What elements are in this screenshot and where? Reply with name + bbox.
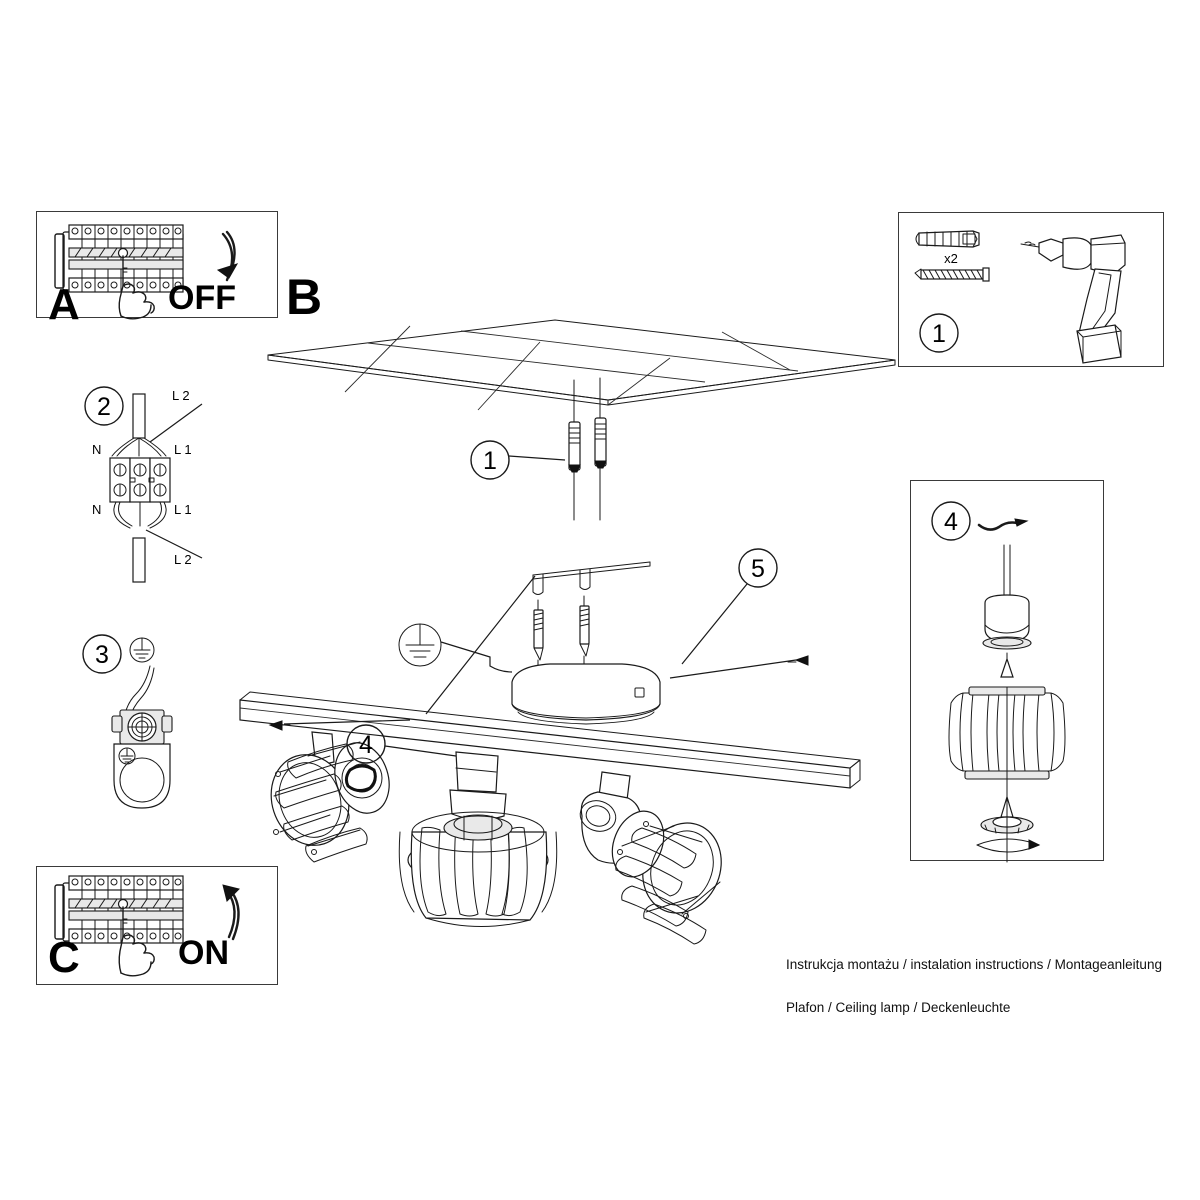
curved-arrow-down-icon	[216, 230, 239, 282]
mounting-bracket-icon	[532, 561, 651, 595]
panel-a	[36, 211, 278, 320]
panel-step-4: 4	[910, 480, 1104, 863]
earth-leader-line	[440, 641, 513, 673]
callout-4-graphic: 4	[346, 724, 457, 764]
panel-c-graphic	[54, 875, 240, 977]
step-1-bubble: 1	[919, 313, 959, 353]
terminal-block-icon	[109, 393, 171, 583]
pointing-hand-icon	[118, 906, 155, 977]
cage-shade-icon-right	[611, 810, 722, 945]
panel-c-letter: C	[48, 933, 80, 982]
assembly-up-arrow-icon	[1000, 652, 1014, 678]
ceiling-canopy-icon	[511, 663, 661, 725]
label-n-top: N	[92, 442, 101, 457]
step-4-number: 4	[944, 508, 958, 536]
panel-c	[36, 866, 278, 985]
lamp-assembly-graphic: 1	[239, 319, 896, 945]
circuit-breaker-panel-icon	[54, 224, 184, 293]
step-3-graphic: 3	[82, 634, 173, 809]
step-2-bubble: 2	[84, 386, 124, 426]
panel-b-main-drawing: 1	[239, 300, 910, 945]
callout-1-group: 1	[470, 440, 566, 480]
step-2-group: 2	[70, 378, 290, 583]
ceiling-plane-icon	[267, 319, 896, 411]
spot-center-group	[398, 751, 558, 928]
step-4-bubble: 4	[931, 501, 971, 541]
panel-a-letter: A	[48, 280, 80, 329]
curved-hook-arrow-icon	[977, 518, 1029, 531]
wall-plug-anchor-icon	[915, 230, 980, 248]
lamp-holder-icon	[982, 544, 1032, 650]
set-screw-right-icon	[787, 655, 809, 666]
callout-1-number: 1	[483, 447, 497, 475]
wall-plug-anchor-icon	[568, 379, 581, 521]
panel-step-1: x2 1	[898, 212, 1164, 367]
callout-5-number: 5	[751, 555, 765, 583]
step-3-number: 3	[95, 641, 109, 669]
panel-a-graphic	[54, 224, 239, 320]
footer-line-2: Plafon / Ceiling lamp / Deckenleuchte	[786, 999, 1011, 1015]
earth-ground-symbol-icon	[398, 623, 442, 667]
set-screw-left-icon	[268, 720, 291, 731]
footer-block: Instrukcja montażu / instalation instruc…	[786, 932, 1186, 1040]
ground-terminal-screw-icon	[111, 709, 173, 745]
step-3-bubble: 3	[82, 634, 122, 674]
callout-4-group-b: 4	[344, 716, 474, 776]
callout-5-group: 5	[283, 548, 797, 725]
wall-plug-anchor-icon-2	[594, 377, 607, 521]
mounting-bar-icon	[239, 691, 861, 789]
step-2-leaders	[145, 403, 203, 559]
spot-right-group	[579, 771, 722, 945]
step-4-graphic: 4	[931, 501, 1066, 863]
label-n-bottom: N	[92, 502, 101, 517]
cage-shade-icon-center	[398, 811, 558, 928]
step-2-graphic: 2	[84, 386, 203, 583]
pointing-hand-icon	[118, 255, 155, 320]
step-1-graphic: x2 1	[914, 230, 1126, 364]
panel-b-letter: B	[286, 269, 323, 325]
label-l1-top: L 1	[174, 442, 192, 457]
ceiling-anchor-group	[568, 377, 607, 521]
step-1-number: 1	[932, 320, 946, 348]
step-3-group: 3	[72, 622, 262, 822]
footer-line-1: Instrukcja montażu / instalation instruc…	[786, 956, 1162, 972]
earth-ground-symbol-icon	[129, 637, 155, 663]
cage-shade-icon	[948, 686, 1066, 780]
lamp-base-body-icon	[113, 743, 171, 809]
ground-wire-icon	[124, 665, 155, 718]
fixing-screw-icon-2	[579, 595, 590, 701]
step-1-quantity: x2	[944, 251, 958, 266]
power-drill-icon	[1020, 234, 1126, 364]
callout-4-number: 4	[359, 731, 373, 759]
screw-icon	[914, 267, 990, 282]
curved-arrow-up-icon	[222, 884, 240, 941]
step-2-number: 2	[97, 393, 111, 421]
panel-a-state-label: OFF	[168, 279, 236, 317]
panel-c-state-label: ON	[178, 934, 229, 972]
label-l1-bottom: L 1	[174, 502, 192, 517]
label-l2-bottom: L 2	[174, 552, 192, 567]
rotation-arrow-icon	[976, 838, 1041, 853]
label-l2-top: L 2	[172, 388, 190, 403]
